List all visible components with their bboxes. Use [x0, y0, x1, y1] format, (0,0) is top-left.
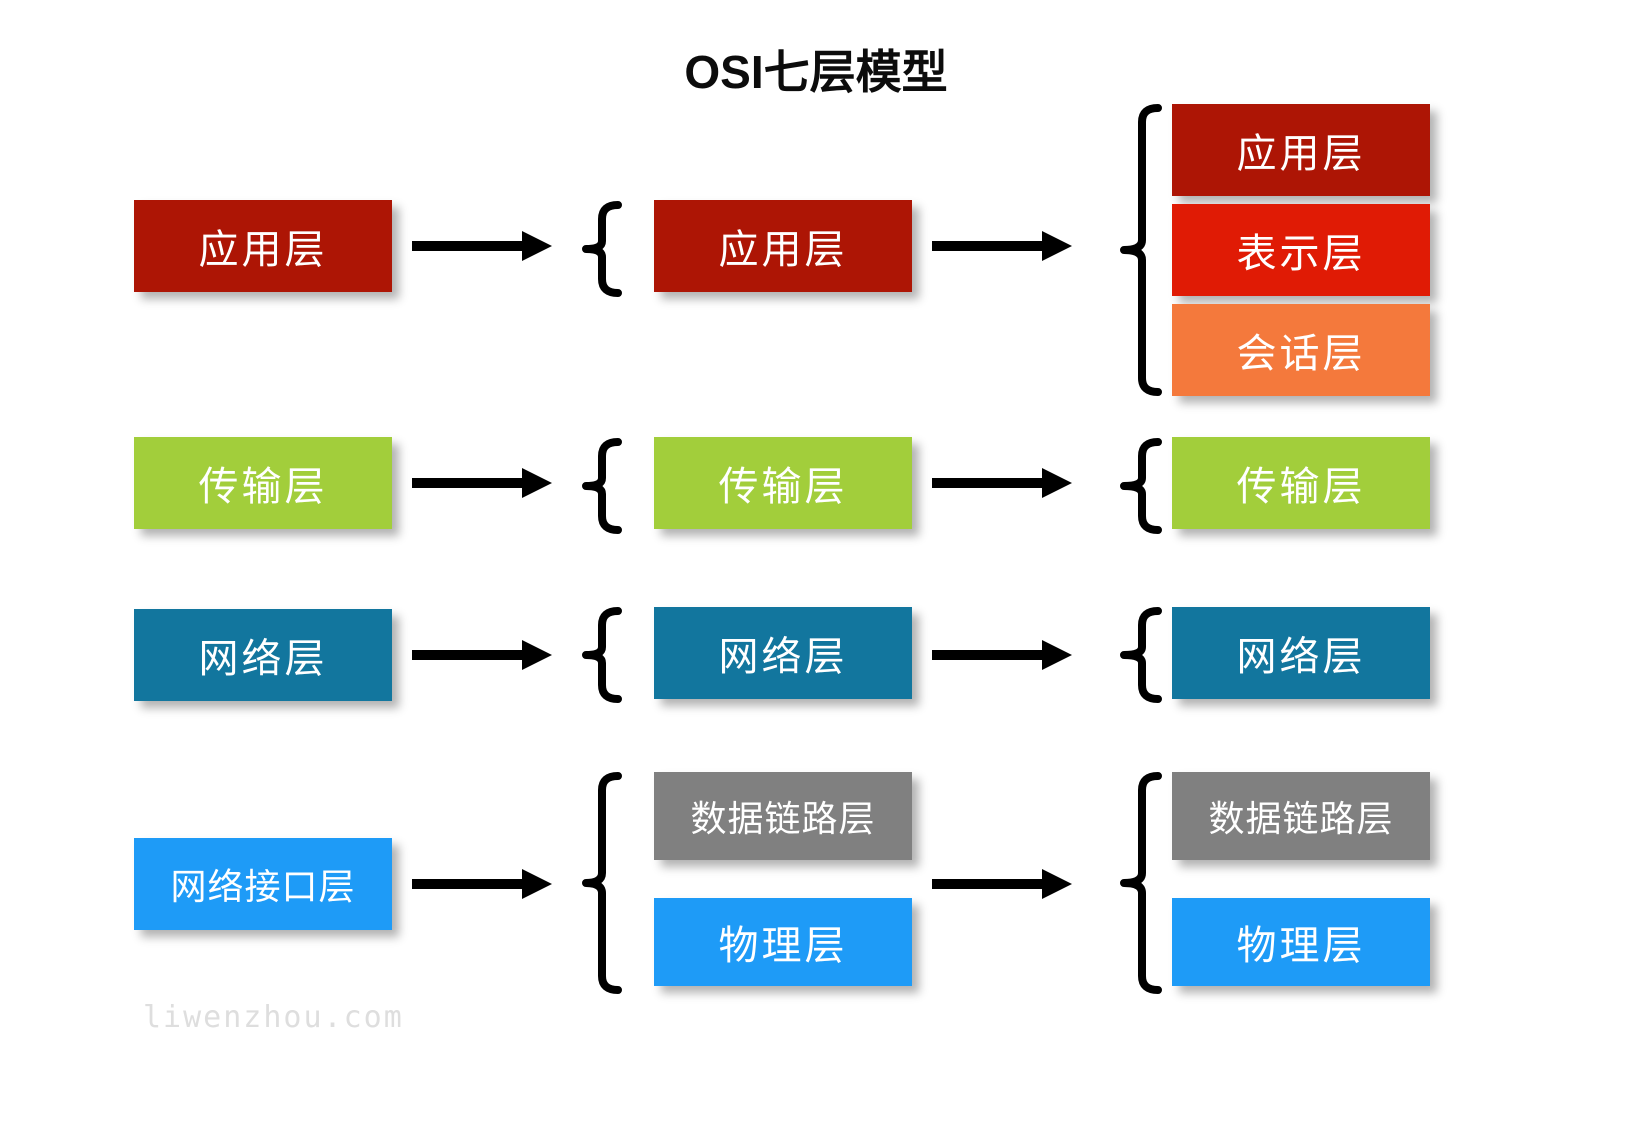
arrow-shaft — [412, 879, 524, 889]
layer-box-col2-physical[interactable]: 物理层 — [654, 898, 912, 986]
brace-col3-application-group — [1116, 104, 1162, 396]
layer-label: 网络层 — [718, 634, 848, 680]
layer-box-col3-physical[interactable]: 物理层 — [1172, 898, 1430, 986]
arrow-head — [1042, 640, 1072, 670]
layer-box-col1-application[interactable]: 应用层 — [134, 200, 392, 292]
layer-label: 会话层 — [1236, 331, 1366, 377]
layer-box-col2-datalink[interactable]: 数据链路层 — [654, 772, 912, 860]
layer-box-col3-datalink[interactable]: 数据链路层 — [1172, 772, 1430, 860]
layer-label: 应用层 — [718, 227, 848, 273]
arrow-shaft — [932, 879, 1044, 889]
arrow-shaft — [412, 478, 524, 488]
brace-col2-transport — [578, 438, 624, 534]
arrow-shaft — [932, 241, 1044, 251]
arrow-head — [522, 869, 552, 899]
layer-label: 物理层 — [1236, 923, 1366, 969]
arrow-head — [522, 231, 552, 261]
layer-label: 物理层 — [718, 923, 848, 969]
arrow-shaft — [932, 478, 1044, 488]
arrow-col1-to-col2-row2 — [412, 468, 552, 498]
layer-box-col1-network[interactable]: 网络层 — [134, 609, 392, 701]
brace-col2-link-physical-group — [578, 772, 624, 994]
arrow-col1-to-col2-row3 — [412, 640, 552, 670]
layer-label: 表示层 — [1236, 231, 1366, 277]
arrow-col2-to-col3-row4 — [932, 869, 1072, 899]
brace-col2-application — [578, 201, 624, 297]
layer-box-col3-session[interactable]: 会话层 — [1172, 304, 1430, 396]
layer-box-col1-network-interface[interactable]: 网络接口层 — [134, 838, 392, 930]
arrow-shaft — [412, 650, 524, 660]
arrow-col2-to-col3-row2 — [932, 468, 1072, 498]
layer-label: 应用层 — [198, 227, 328, 273]
arrow-head — [1042, 468, 1072, 498]
layer-label: 应用层 — [1236, 131, 1366, 177]
layer-box-col2-application[interactable]: 应用层 — [654, 200, 912, 292]
layer-box-col1-transport[interactable]: 传输层 — [134, 437, 392, 529]
arrow-head — [522, 468, 552, 498]
brace-col2-network — [578, 607, 624, 703]
arrow-head — [1042, 231, 1072, 261]
layer-box-col3-network[interactable]: 网络层 — [1172, 607, 1430, 699]
arrow-shaft — [412, 241, 524, 251]
layer-label: 传输层 — [1236, 464, 1366, 510]
layer-label: 网络层 — [1236, 634, 1366, 680]
watermark: liwenzhou.com — [143, 1000, 404, 1035]
arrow-head — [522, 640, 552, 670]
arrow-col1-to-col2-row4 — [412, 869, 552, 899]
arrow-shaft — [932, 650, 1044, 660]
layer-box-col2-network[interactable]: 网络层 — [654, 607, 912, 699]
layer-label: 数据链路层 — [1208, 799, 1394, 840]
arrow-head — [1042, 869, 1072, 899]
layer-box-col2-transport[interactable]: 传输层 — [654, 437, 912, 529]
brace-col3-link-physical-group — [1116, 772, 1162, 994]
brace-col3-network — [1116, 607, 1162, 703]
arrow-col2-to-col3-row1 — [932, 231, 1072, 261]
layer-label: 传输层 — [718, 464, 848, 510]
layer-box-col3-presentation[interactable]: 表示层 — [1172, 204, 1430, 296]
arrow-col1-to-col2-row1 — [412, 231, 552, 261]
layer-label: 数据链路层 — [690, 799, 876, 840]
arrow-col2-to-col3-row3 — [932, 640, 1072, 670]
layer-label: 网络层 — [198, 636, 328, 682]
layer-box-col3-application[interactable]: 应用层 — [1172, 104, 1430, 196]
page-title: OSI七层模型 — [684, 46, 948, 98]
brace-col3-transport — [1116, 438, 1162, 534]
layer-label: 网络接口层 — [170, 867, 356, 908]
layer-label: 传输层 — [198, 464, 328, 510]
layer-box-col3-transport[interactable]: 传输层 — [1172, 437, 1430, 529]
